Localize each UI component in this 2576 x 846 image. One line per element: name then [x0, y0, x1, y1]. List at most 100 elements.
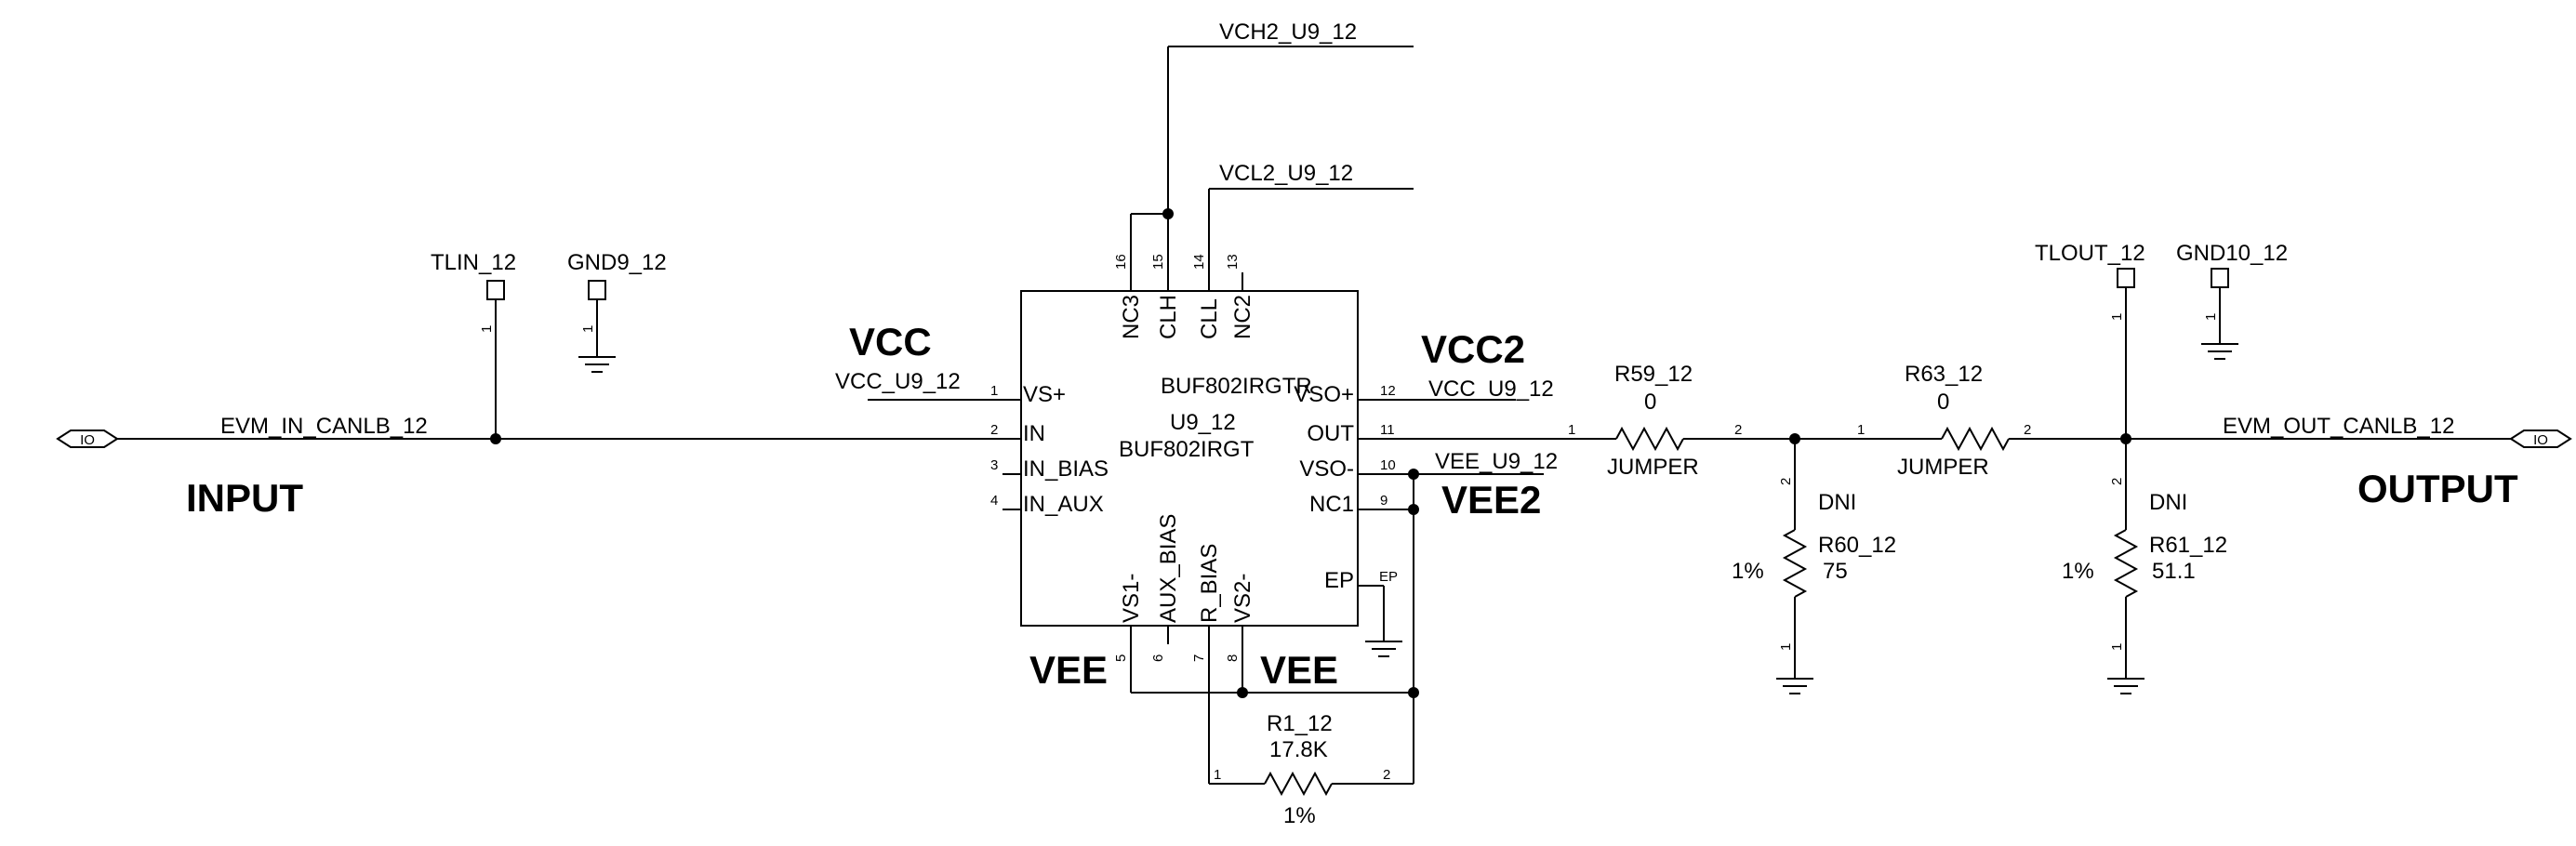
gnd9-pin: 1 — [580, 325, 596, 333]
r61-resistor[interactable] — [2113, 529, 2139, 598]
pin-name-nc2: NC2 — [1230, 295, 1255, 339]
pin-num-13: 13 — [1225, 254, 1241, 270]
r59-pin2: 2 — [1734, 422, 1742, 438]
input-port-text: IO — [80, 432, 95, 448]
junction-clh — [1162, 208, 1174, 219]
tlin-pin: 1 — [479, 325, 495, 333]
vee2-rail-label: VEE2 — [1441, 478, 1541, 522]
pin-num-15: 15 — [1150, 254, 1166, 270]
tlin-ref: TLIN_12 — [431, 250, 516, 275]
r1-pin1: 1 — [1214, 767, 1221, 783]
gnd9-ref: GND9_12 — [567, 250, 667, 275]
output-port-symbol[interactable] — [2509, 430, 2572, 448]
pin-num-7: 7 — [1191, 654, 1207, 662]
r60-value: 75 — [1823, 559, 1848, 584]
pin-num-14: 14 — [1191, 254, 1207, 270]
r59-pin1: 1 — [1568, 422, 1575, 438]
vee-out-net: VEE_U9_12 — [1435, 449, 1558, 474]
gnd10-pin: 1 — [2203, 313, 2219, 321]
r63-resistor[interactable] — [1941, 426, 2010, 452]
r61-pin-bottom: 1 — [2109, 643, 2125, 651]
r60-note: DNI — [1818, 490, 1856, 515]
vcc-rail-label: VCC — [849, 320, 932, 364]
r63-ref: R63_12 — [1905, 362, 1983, 387]
pin-num-9: 9 — [1380, 493, 1388, 509]
output-net-label: EVM_OUT_CANLB_12 — [2223, 414, 2454, 439]
vcc-in-net: VCC_U9_12 — [835, 369, 961, 394]
junction-vs2-minus — [1237, 687, 1248, 698]
junction-vso-minus — [1408, 469, 1419, 480]
tlout-pin: 1 — [2109, 313, 2125, 321]
pin-num-3: 3 — [990, 457, 998, 473]
input-net-label: EVM_IN_CANLB_12 — [220, 414, 428, 439]
r63-pin2: 2 — [2024, 422, 2031, 438]
pin-num-12: 12 — [1380, 383, 1396, 399]
ic-ref: U9_12 — [1170, 410, 1236, 435]
pin-name-in-aux: IN_AUX — [1023, 492, 1104, 517]
pin-name-ep: EP — [1324, 568, 1354, 593]
pin-num-16: 16 — [1113, 254, 1129, 270]
pin-num-5: 5 — [1113, 654, 1129, 662]
r61-ref: R61_12 — [2149, 533, 2227, 558]
pin-name-clh: CLH — [1156, 295, 1181, 339]
vcc2-rail-label: VCC2 — [1421, 327, 1525, 371]
vee-right-rail-label: VEE — [1260, 648, 1338, 692]
pin-num-6: 6 — [1150, 654, 1166, 662]
junction-nc1 — [1408, 504, 1419, 515]
pin-num-4: 4 — [990, 493, 998, 509]
pin-name-vso-plus: VSO+ — [1294, 382, 1354, 407]
r1-resistor[interactable] — [1264, 771, 1333, 797]
pin-name-in-bias: IN_BIAS — [1023, 456, 1109, 482]
r59-resistor[interactable] — [1615, 426, 1684, 452]
r59-ref: R59_12 — [1614, 362, 1693, 387]
r61-note: DNI — [2149, 490, 2187, 515]
r1-pin2: 2 — [1383, 767, 1390, 783]
ic-variant: BUF802IRGT — [1119, 437, 1255, 462]
pin-num-ep: EP — [1379, 569, 1398, 585]
r1-ref: R1_12 — [1267, 711, 1333, 736]
r63-value: 0 — [1937, 390, 1949, 415]
ic-part-number: BUF802IRGTR — [1161, 374, 1312, 399]
r61-tol: 1% — [2062, 559, 2094, 584]
r60-ref: R60_12 — [1818, 533, 1896, 558]
r60-pin-top: 2 — [1778, 478, 1794, 485]
vcl2-net: VCL2_U9_12 — [1219, 161, 1353, 186]
vee-left-rail-label: VEE — [1029, 648, 1108, 692]
r60-tol: 1% — [1732, 559, 1764, 584]
pin-name-vs2-minus: VS2- — [1230, 574, 1255, 623]
r63-note: JUMPER — [1897, 455, 1989, 480]
pin-name-vso-minus: VSO- — [1299, 456, 1354, 482]
pin-name-vs-plus: VS+ — [1023, 382, 1066, 407]
pin-num-2: 2 — [990, 422, 998, 438]
r59-value: 0 — [1644, 390, 1656, 415]
tlout-ref: TLOUT_12 — [2035, 241, 2145, 266]
r60-resistor[interactable] — [1782, 529, 1808, 598]
gnd10-test-point[interactable] — [2201, 268, 2238, 360]
pin-name-nc1: NC1 — [1309, 492, 1354, 517]
tlin-test-point[interactable] — [486, 280, 505, 439]
pin-name-aux-bias: AUX_BIAS — [1156, 514, 1181, 623]
tlout-test-point[interactable] — [2117, 268, 2135, 439]
vcc-out-net: VCC_U9_12 — [1428, 377, 1554, 402]
r1-value: 17.8K — [1269, 737, 1328, 762]
pin-num-1: 1 — [990, 383, 998, 399]
gnd9-test-point[interactable] — [578, 280, 616, 373]
input-label: INPUT — [186, 476, 303, 520]
gnd10-ref: GND10_12 — [2176, 241, 2288, 266]
pin-name-in: IN — [1023, 421, 1045, 446]
output-port-text: IO — [2533, 432, 2548, 448]
pin-num-8: 8 — [1225, 654, 1241, 662]
r59-note: JUMPER — [1607, 455, 1699, 480]
vch2-net: VCH2_U9_12 — [1219, 20, 1357, 45]
r1-tol: 1% — [1283, 803, 1316, 828]
r61-value: 51.1 — [2152, 559, 2196, 584]
r60-pin-bottom: 1 — [1778, 643, 1794, 651]
r61-pin-top: 2 — [2109, 478, 2125, 485]
pin-name-r-bias: R_BIAS — [1197, 544, 1222, 623]
r63-pin1: 1 — [1857, 422, 1865, 438]
ic-body[interactable] — [1020, 290, 1359, 627]
pin-name-out: OUT — [1307, 421, 1354, 446]
output-label: OUTPUT — [2357, 467, 2518, 510]
pin-name-cll: CLL — [1197, 298, 1222, 339]
